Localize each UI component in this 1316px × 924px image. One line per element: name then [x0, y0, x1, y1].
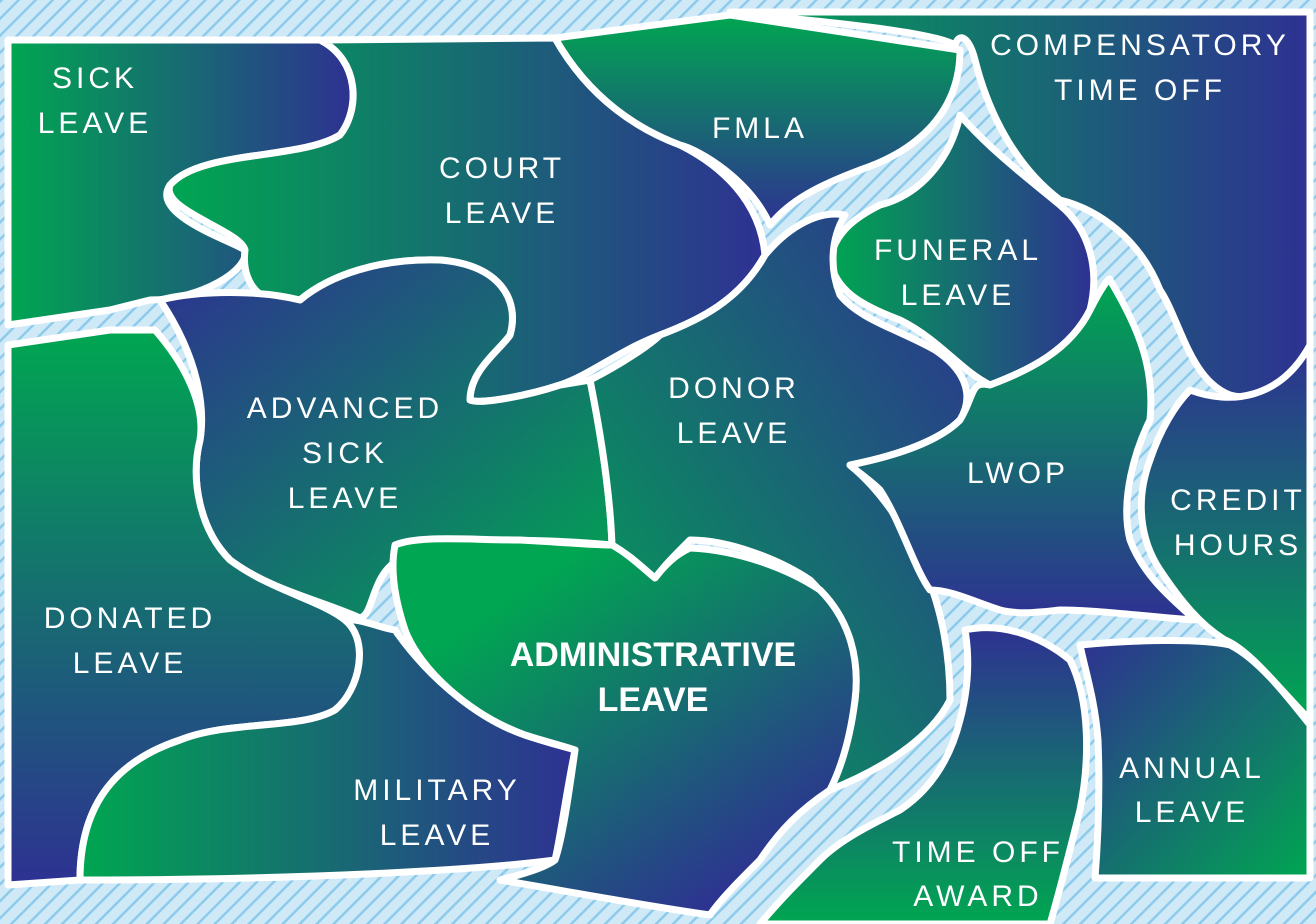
label-compensatory-line1: COMPENSATORY — [990, 29, 1290, 62]
label-donor-leave-line2: LEAVE — [677, 417, 792, 450]
label-time-off-award-line1: TIME OFF — [892, 836, 1064, 869]
label-administrative-line1: ADMINISTRATIVE — [510, 636, 796, 674]
label-annual-leave-line2: LEAVE — [1135, 796, 1250, 829]
label-lwop: LWOP — [967, 457, 1069, 490]
piece-annual-leave — [1076, 636, 1314, 882]
label-time-off-award-line2: AWARD — [913, 880, 1042, 913]
label-advanced-line1: ADVANCED — [247, 392, 443, 425]
label-fmla: FMLA — [712, 112, 808, 145]
label-court-leave-line2: LEAVE — [445, 197, 560, 230]
label-administrative-line2: LEAVE — [598, 681, 709, 719]
label-sick-leave-line1: SICK — [52, 62, 138, 95]
label-donated-leave-line2: LEAVE — [73, 647, 188, 680]
label-sick-leave-line2: LEAVE — [38, 107, 153, 140]
piece-time-off-award — [756, 624, 1091, 924]
label-advanced-line2: SICK — [302, 437, 388, 470]
piece-funeral-leave — [826, 111, 1098, 389]
label-advanced-line3: LEAVE — [288, 482, 403, 515]
label-funeral-leave-line1: FUNERAL — [874, 234, 1042, 267]
label-compensatory-line2: TIME OFF — [1054, 74, 1226, 107]
label-credit-hours-line1: CREDIT — [1170, 484, 1306, 517]
piece-credit-hours — [1137, 341, 1314, 724]
label-military-leave-line1: MILITARY — [353, 774, 521, 807]
label-military-leave-line2: LEAVE — [380, 819, 495, 852]
piece-fmla — [551, 11, 964, 229]
label-donated-leave-line1: DONATED — [44, 602, 216, 635]
piece-administrative-leave — [389, 535, 860, 919]
label-credit-hours-line2: HOURS — [1174, 529, 1302, 562]
label-donor-leave-line1: DONOR — [668, 372, 800, 405]
label-funeral-leave-line2: LEAVE — [901, 279, 1016, 312]
label-annual-leave-line1: ANNUAL — [1119, 752, 1265, 785]
piece-lwop — [846, 275, 1199, 624]
label-court-leave-line1: COURT — [439, 152, 565, 185]
